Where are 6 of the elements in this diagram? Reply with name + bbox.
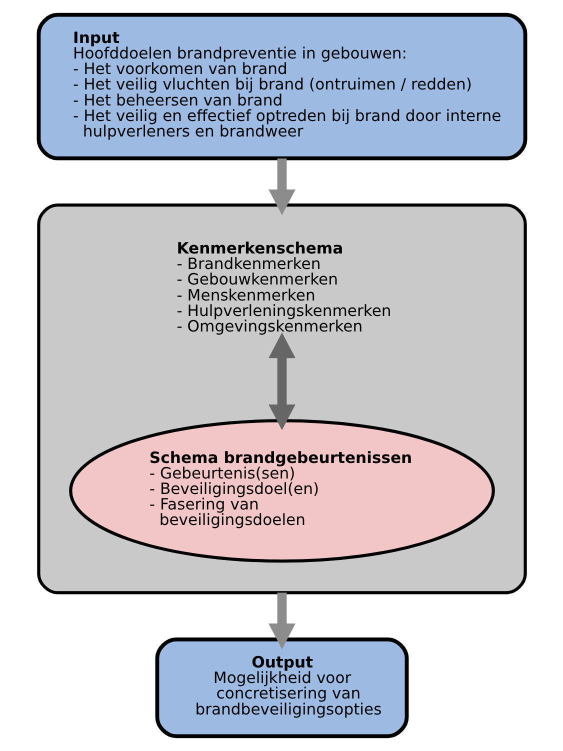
node-box: Output Mogelijkheid voor concretisering van brandbeveiligingsopties — [154, 638, 408, 738]
arrow — [268, 332, 295, 430]
arrow — [268, 158, 295, 216]
arrow — [268, 592, 295, 650]
node-box: Input Hoofddoelen brandpreventie in gebouwen: - Het voorkomen van brand - Het veilig vluchten bij brand (ontruimen / redden) - Het beheersen van brand - Het veilig en effectief optreden bij brand door interne hulpverleners en brandweer — [36, 12, 527, 160]
node-ellipse: Schema brandgebeurtenissen - Gebeurtenis(sen) - Beveiligingsdoel(en) - Fasering van beveiligingsdoelen — [68, 419, 494, 563]
